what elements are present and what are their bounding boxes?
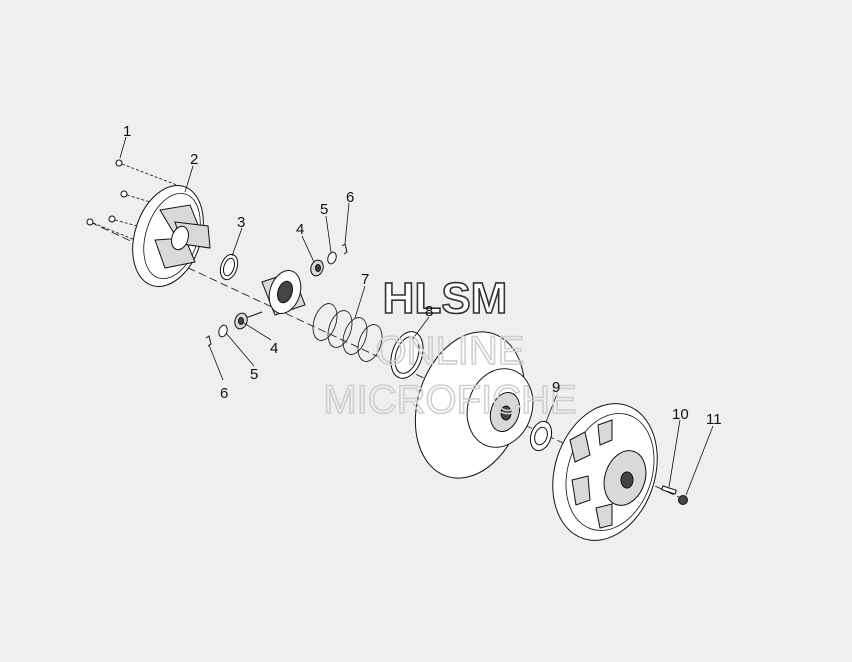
cover-plate-part-2 bbox=[132, 185, 211, 287]
watermark-line-1: HLSM bbox=[383, 274, 508, 323]
callout-7: 7 bbox=[361, 271, 369, 288]
watermark: HLSM ONLINE MICROFICHE bbox=[323, 273, 578, 423]
clip-part-6-upper bbox=[341, 243, 348, 255]
sheave bbox=[414, 331, 534, 479]
washer-part-5-upper bbox=[327, 251, 337, 265]
leader-lines bbox=[119, 136, 714, 496]
callout-10: 10 bbox=[672, 406, 689, 423]
fixed-sheave-cover bbox=[552, 403, 658, 541]
watermark-line-3: MICROFICHE bbox=[323, 378, 576, 422]
callout-6-upper: 6 bbox=[346, 189, 354, 206]
bushing-part-4-upper bbox=[310, 259, 324, 277]
spring-part-7 bbox=[312, 303, 383, 362]
callout-5-upper: 5 bbox=[320, 201, 328, 218]
callout-6-lower: 6 bbox=[220, 385, 228, 402]
callout-11: 11 bbox=[706, 411, 722, 428]
bushing-part-4-lower bbox=[234, 312, 248, 330]
clip-part-6-lower bbox=[205, 335, 212, 347]
callout-3: 3 bbox=[237, 214, 245, 231]
nut-part-11 bbox=[678, 495, 688, 505]
callout-2: 2 bbox=[190, 151, 198, 168]
callout-9: 9 bbox=[552, 379, 560, 396]
pin-part-10 bbox=[661, 485, 677, 495]
watermark-line-2: ONLINE bbox=[376, 329, 525, 373]
callout-labels: 1 2 3 4 5 6 7 8 4 5 6 9 10 11 bbox=[123, 123, 722, 428]
snap-ring-part-3 bbox=[219, 253, 239, 281]
callout-5-lower: 5 bbox=[250, 366, 258, 383]
screw-part-1 bbox=[86, 159, 191, 241]
callout-1: 1 bbox=[123, 123, 131, 140]
callout-8: 8 bbox=[425, 303, 433, 320]
callout-4-lower: 4 bbox=[270, 340, 278, 357]
washer-part-9 bbox=[529, 420, 553, 452]
ring-part-8 bbox=[390, 331, 424, 379]
callout-4-upper: 4 bbox=[296, 221, 304, 238]
hub-bearing-assembly bbox=[239, 270, 306, 321]
washer-part-5-lower bbox=[218, 324, 228, 338]
